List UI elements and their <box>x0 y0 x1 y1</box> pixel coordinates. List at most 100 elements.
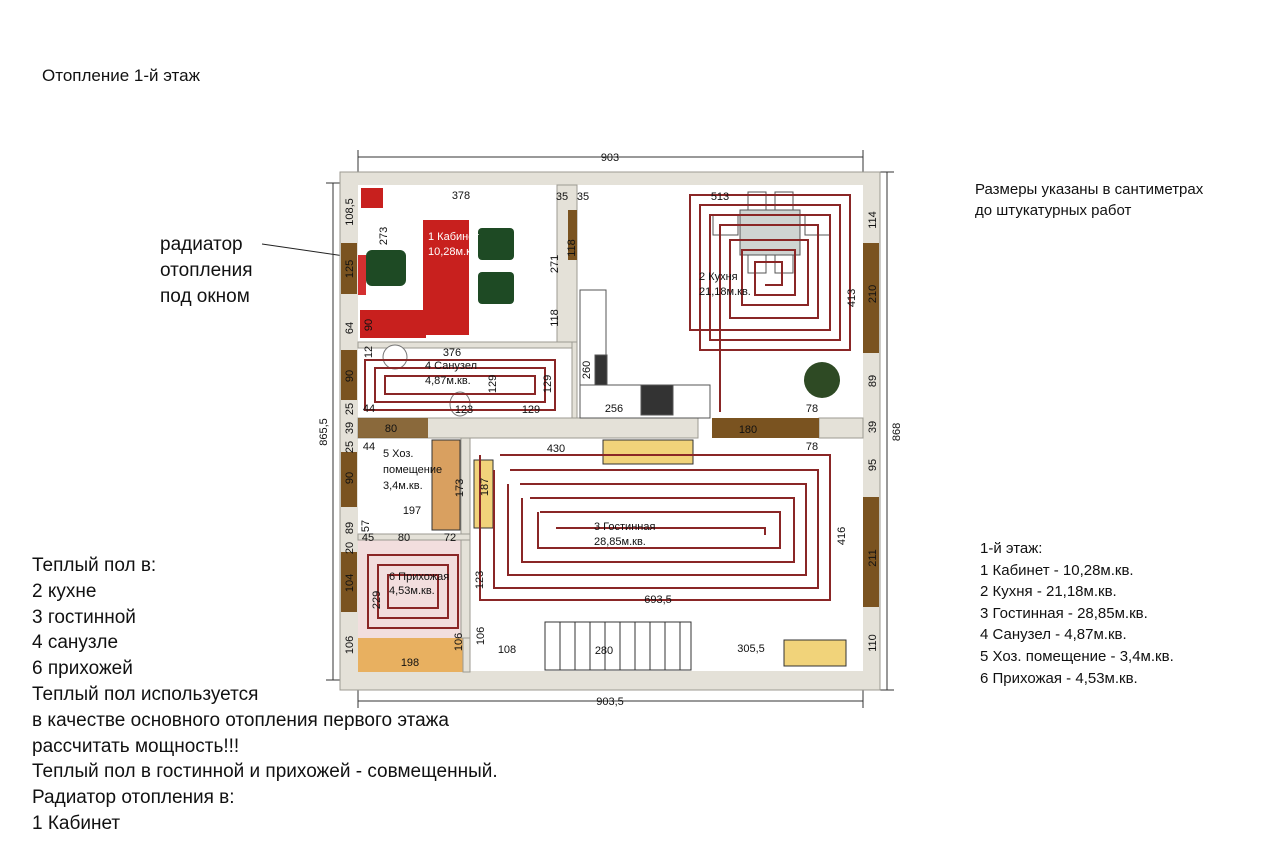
dim-label: 271 <box>549 255 561 273</box>
interior-walls <box>357 184 864 673</box>
legend-item: 1 Кабинет - 10,28м.кв. <box>980 561 1134 579</box>
dim-label: 693,5 <box>644 594 672 606</box>
dim-label: 25 <box>344 441 356 453</box>
dim-label: 413 <box>846 289 858 307</box>
desk-icon <box>423 220 469 335</box>
legend-item: 6 Прихожая - 4,53м.кв. <box>980 669 1138 687</box>
dim-label: 125 <box>344 260 356 278</box>
dim-label: 106 <box>475 627 487 645</box>
dim-label: 416 <box>836 527 848 545</box>
dim-label: 25 <box>344 403 356 415</box>
dim-label: 129 <box>487 375 499 393</box>
chair-icon <box>478 272 514 304</box>
dim-label: 260 <box>581 361 593 379</box>
overall-dimension-lines <box>326 150 894 708</box>
cabinet-name: 1 Кабинет <box>428 231 479 243</box>
shelf-icon <box>361 188 383 208</box>
cabinet-furniture <box>358 188 514 338</box>
dim-label: 108,5 <box>344 198 356 226</box>
hallway-name: 6 Прихожая <box>389 571 449 583</box>
dim-label: 35 <box>556 191 568 203</box>
living-area: 28,85м.кв. <box>594 536 646 548</box>
dim-label: 108 <box>498 644 516 656</box>
dim-label: 80 <box>385 423 397 435</box>
dim-label: 12 <box>363 346 375 358</box>
living-name: 3 Гостинная <box>594 521 655 533</box>
bathroom-name: 4 Санузел <box>425 360 477 372</box>
dim-label: 90 <box>363 319 375 331</box>
area-legend: 1-й этаж: 1 Кабинет - 10,28м.кв. 2 Кухня… <box>980 538 1174 689</box>
dim-label: 72 <box>444 532 456 544</box>
dim-label: 64 <box>344 322 356 334</box>
dim-label: 211 <box>867 549 879 567</box>
dim-top-overall: 903 <box>601 152 619 164</box>
doors <box>431 439 847 667</box>
utility-name-line2: помещение <box>383 464 442 476</box>
dim-label: 118 <box>566 239 578 257</box>
dim-label: 44 <box>363 403 375 415</box>
dim-label: 123 <box>474 571 486 589</box>
dim-label: 430 <box>547 443 565 455</box>
utility-area: 3,4м.кв. <box>383 480 423 492</box>
dim-label: 378 <box>452 190 470 202</box>
hallway-area: 4,53м.кв. <box>389 585 435 597</box>
dim-label: 89 <box>344 522 356 534</box>
dim-label: 187 <box>479 478 491 496</box>
dim-label: 39 <box>867 421 879 433</box>
stove-icon <box>640 384 674 416</box>
dim-label: 197 <box>403 505 421 517</box>
dim-label: 90 <box>344 370 356 382</box>
hallway-floor <box>358 540 463 638</box>
legend-item: 3 Гостинная - 28,85м.кв. <box>980 604 1148 622</box>
dim-label: 57 <box>360 520 372 532</box>
dim-label: 229 <box>371 591 383 609</box>
dim-bottom-overall: 903,5 <box>596 696 624 708</box>
kitchen-area: 21,18м.кв. <box>699 286 751 298</box>
dim-label: 129 <box>522 404 540 416</box>
units-note: Размеры указаны в сантиметрах до штукату… <box>975 181 1204 219</box>
dim-label: 89 <box>867 375 879 387</box>
dim-label: 180 <box>739 424 757 436</box>
room-labels: 1 Кабинет 10,28м.кв 2 Кухня 21,18м.кв. 4… <box>383 231 751 597</box>
dim-label: 273 <box>378 227 390 245</box>
dim-label: 210 <box>867 285 879 303</box>
hallway-heating-loop <box>367 554 459 629</box>
dim-label: 78 <box>806 441 818 453</box>
dim-label: 44 <box>363 441 375 453</box>
cabinet-area: 10,28м.кв <box>428 246 477 258</box>
legend-item: 5 Хоз. помещение - 3,4м.кв. <box>980 647 1174 665</box>
legend-item: 4 Санузел - 4,87м.кв. <box>980 626 1127 644</box>
dim-label: 106 <box>453 633 465 651</box>
dim-label: 376 <box>443 347 461 359</box>
dim-label: 90 <box>344 472 356 484</box>
entrance-floor <box>358 638 463 672</box>
dim-label: 129 <box>542 375 554 393</box>
dim-label: 104 <box>344 574 356 592</box>
dim-label: 35 <box>577 191 589 203</box>
dim-label: 95 <box>867 459 879 471</box>
dim-label: 20 <box>344 542 356 554</box>
dim-label: 305,5 <box>737 643 765 655</box>
dim-label: 106 <box>344 636 356 654</box>
dim-label: 256 <box>605 403 623 415</box>
stairs-icon <box>544 621 692 671</box>
heating-notes: Теплый пол в: 2 кухне 3 гостинной 4 сану… <box>32 555 498 834</box>
dim-label: 78 <box>806 403 818 415</box>
dim-right-overall: 868 <box>891 423 903 441</box>
dim-label: 110 <box>867 634 879 652</box>
dimension-labels: 903 903,5 378 35 35 513 376 44 123 129 2… <box>362 152 818 708</box>
dim-left-overall: 865,5 <box>318 418 330 446</box>
plant-icon <box>804 362 840 398</box>
heating-pipe-loops <box>364 194 851 629</box>
bathroom-area: 4,87м.кв. <box>425 375 471 387</box>
legend-heading: 1-й этаж: <box>980 540 1043 557</box>
radiator-icon <box>358 255 366 295</box>
legend-item: 2 Кухня - 21,18м.кв. <box>980 583 1117 601</box>
chair-icon <box>478 228 514 260</box>
dim-label: 118 <box>549 309 561 327</box>
dim-label: 198 <box>401 657 419 669</box>
bathroom-heating-loop <box>364 359 556 411</box>
dim-label: 80 <box>398 532 410 544</box>
sink-icon <box>382 344 408 370</box>
